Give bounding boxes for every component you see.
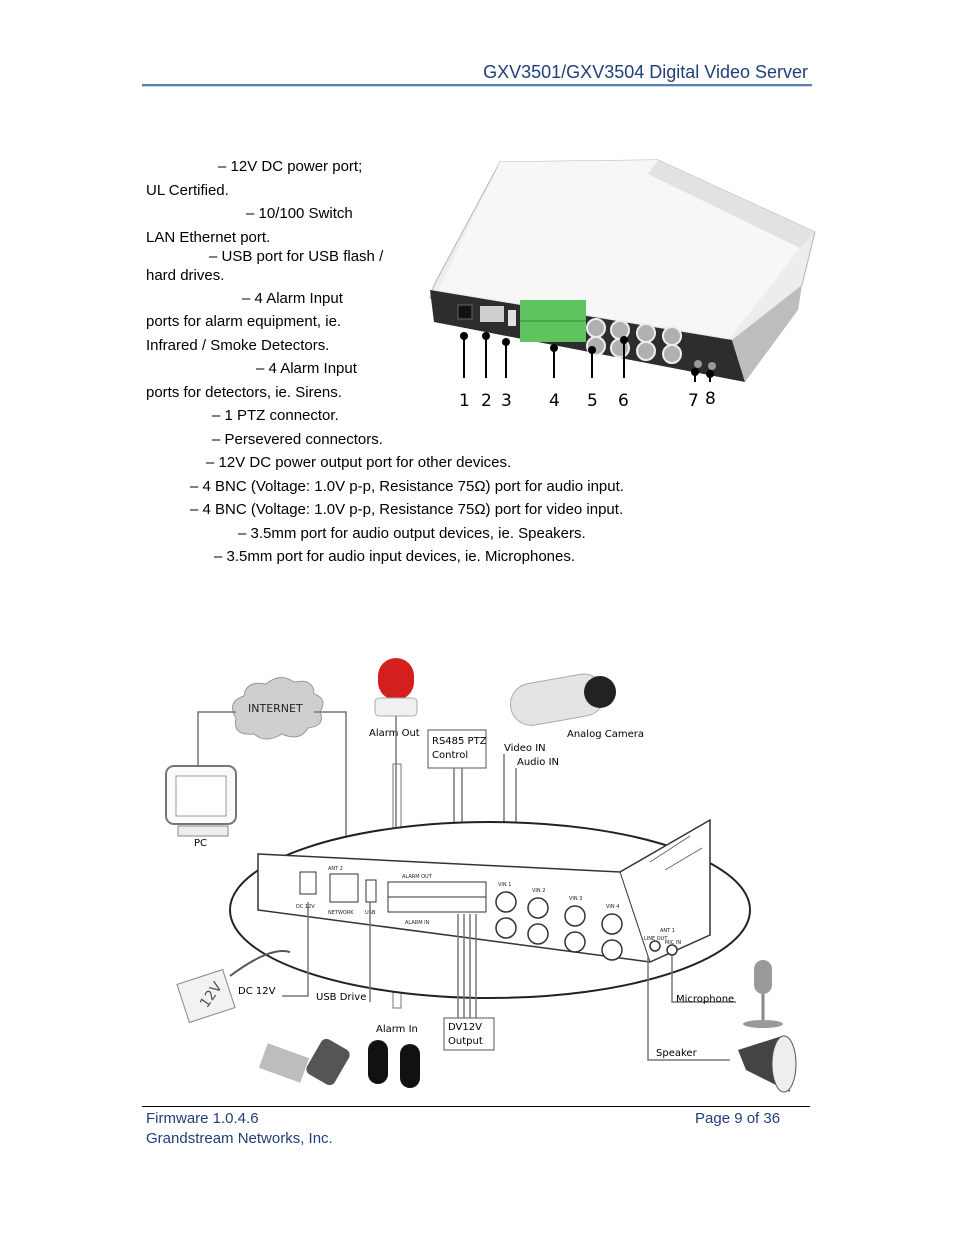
pc-icon [165,765,237,837]
panel-ant1: ANT 1 [660,928,675,934]
desc-ethernet-port-cont: LAN Ethernet port. [146,229,271,246]
desc-ethernet-port: – 10/100 Switch [246,205,353,222]
dc-port-icon [457,304,473,320]
usb-drive-icon [258,1038,350,1086]
device-rear-diagram [257,818,711,963]
panel-network: NETWORK [328,910,354,916]
usb-drive-label: USB Drive [316,992,366,1003]
network-port-icon [480,306,504,322]
dv12v-label-line1: DV12V [448,1022,482,1033]
panel-alarm-out: ALARM OUT [402,874,433,880]
device-rear-panel-photo: 1 2 3 4 5 6 7 8 [429,159,816,411]
dv12v-label-line2: Output [448,1036,483,1047]
desc-power-port-cont: UL Certified. [146,182,229,199]
port-number-6: 6 [618,391,629,411]
bnc-connectors-diagram [495,891,678,961]
panel-vin4: VIN 4 [606,904,619,910]
port-number-7: 7 [688,391,699,411]
dv12v-label-box [443,1017,495,1051]
mic-in-jack-icon [708,362,716,370]
terminal-block-icon [520,300,586,342]
port-number-1: 1 [459,391,470,411]
rs485-label-line1: RS485 PTZ [432,736,487,747]
alarm-out-label: Alarm Out [369,728,420,739]
connection-diagram: INTERNET PC Alarm Out RS485 PTZ Control … [165,658,797,1093]
header-rule [142,84,812,86]
footer-company: Grandstream Networks, Inc. [146,1130,333,1147]
analog-camera-icon [509,673,616,726]
footer-firmware: Firmware 1.0.4.6 [146,1110,259,1127]
desc-alarm-output-cont: ports for detectors, ie. Sirens. [146,384,342,401]
panel-dc12v: DC 12V [296,904,315,910]
rs485-label-line2: Control [432,750,468,761]
port-number-8: 8 [705,389,716,409]
analog-camera-label: Analog Camera [567,729,644,740]
panel-alarm-in: ALARM IN [405,920,430,926]
microphone-label: Microphone [676,994,734,1005]
desc-video-input-bnc: – 4 BNC (Voltage: 1.0V p-p, Resistance 7… [190,501,624,518]
desc-mic-in: – 3.5mm port for audio input devices, ie… [214,548,576,565]
speaker-horn-icon [738,1035,797,1093]
desc-usb-port: – USB port for USB flash / [209,248,384,265]
page-header-title: GXV3501/GXV3504 Digital Video Server [483,62,808,82]
audio-in-label: Audio IN [517,757,559,768]
desc-line-out: – 3.5mm port for audio output devices, i… [238,525,586,542]
panel-mic-in: MIC IN [665,940,681,946]
internet-cloud-icon: INTERNET [231,677,324,740]
video-in-label: Video IN [504,743,546,754]
desc-alarm-input-cont1: ports for alarm equipment, ie. [146,313,342,330]
port-number-4: 4 [549,391,560,411]
desc-alarm-output: – 4 Alarm Input [256,360,357,377]
desc-alarm-input-cont2: Infrared / Smoke Detectors. [146,337,330,354]
panel-vin3: VIN 3 [569,896,582,902]
footer-rule [142,1106,810,1107]
panel-line-out: LINE OUT [644,936,668,942]
port-number-3: 3 [501,391,512,411]
port-number-2: 2 [481,391,492,411]
internet-label: INTERNET [248,702,303,715]
desc-usb-port-cont: hard drives. [146,267,225,284]
power-adapter-icon: 12V [176,950,291,1024]
dc12v-label: DC 12V [238,986,276,997]
alarm-light-icon [374,658,418,717]
panel-vin2: VIN 2 [532,888,545,894]
alarm-in-sensor-icon [368,1040,420,1088]
alarm-in-label: Alarm In [376,1024,418,1035]
rs485-label-box [427,729,487,769]
microphone-icon [743,960,783,1028]
footer-page-number: Page 9 of 36 [695,1110,781,1127]
desc-ptz: – 1 PTZ connector. [212,407,339,424]
port-number-5: 5 [587,391,598,411]
desc-alarm-input: – 4 Alarm Input [242,290,343,307]
desc-dc-output: – 12V DC power output port for other dev… [206,454,512,471]
desc-power-port: – 12V DC power port; [218,158,363,175]
panel-vin1: VIN 1 [498,882,511,888]
desc-audio-input-bnc: – 4 BNC (Voltage: 1.0V p-p, Resistance 7… [190,478,624,495]
usb-port-icon [508,310,516,326]
pc-label: PC [194,838,207,849]
speaker-label: Speaker [656,1048,698,1059]
panel-ant2: ANT 2 [328,866,343,872]
line-out-jack-icon [694,360,702,368]
desc-persevered: – Persevered connectors. [212,431,383,448]
